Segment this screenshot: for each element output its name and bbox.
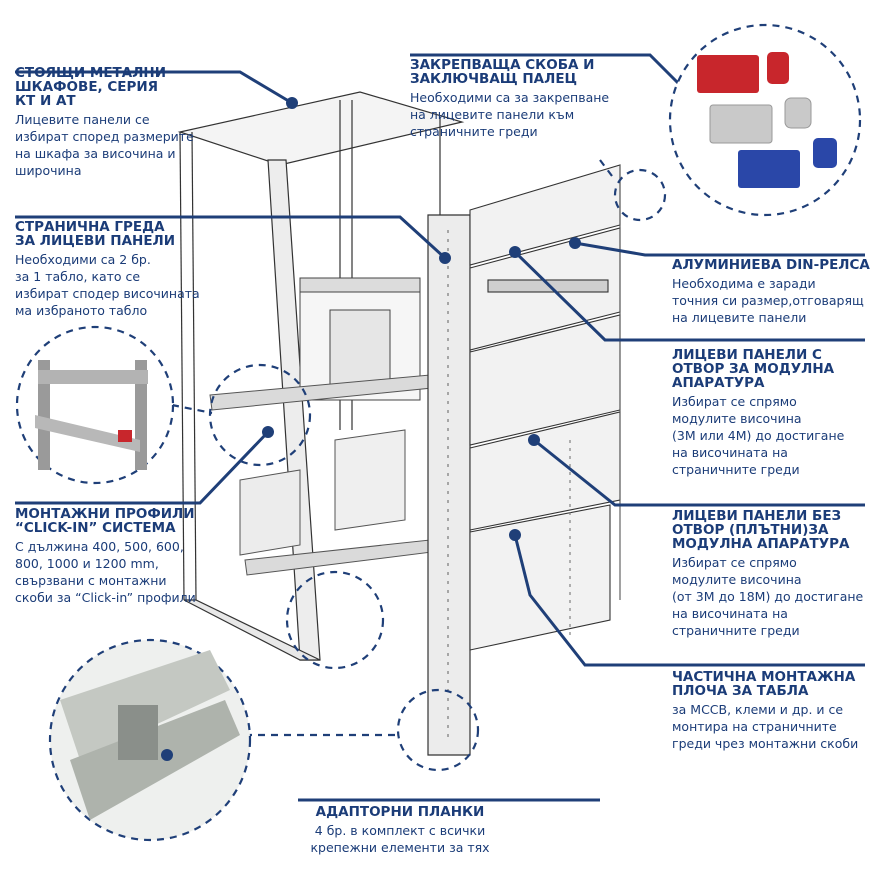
callout-side-beam-body: Необходими са 2 бр. за 1 табло, като се … [15,252,200,318]
callout-adapters-title: АДАПТОРНИ ПЛАНКИ [315,804,485,820]
callout-panels-solid-body: Избират се спрямо модулите височина (от … [672,555,864,638]
callout-side-beam: СТРАНИЧНА ГРЕДА ЗА ЛИЦЕВИ ПАНЕЛИ Необход… [15,220,220,319]
callout-plate-title: ЧАСТИЧНА МОНТАЖНА ПЛОЧА ЗА ТАБЛА [672,669,856,699]
callout-cabinets-body: Лицевите панели се избират според размер… [15,112,194,178]
callout-side-beam-title: СТРАНИЧНА ГРЕДА ЗА ЛИЦЕВИ ПАНЕЛИ [15,219,176,249]
zoom-circles [171,159,667,772]
callout-panels-solid: ЛИЦЕВИ ПАНЕЛИ БЕЗ ОТВОР (ПЛЪТНИ)ЗА МОДУЛ… [672,509,872,639]
callout-panels-solid-title: ЛИЦЕВИ ПАНЕЛИ БЕЗ ОТВОР (ПЛЪТНИ)ЗА МОДУЛ… [672,508,850,552]
callout-din-rail-body: Необходима е заради точния си размер,отг… [672,276,864,325]
leader-lines [15,53,865,802]
callout-profiles-body: С дължина 400, 500, 600, 800, 1000 и 120… [15,539,196,605]
callout-panels-open-body: Избират се спрямо модулите височина (3М … [672,394,845,477]
callout-bracket: ЗАКРЕПВАЩА СКОБА И ЗАКЛЮЧВАЩ ПАЛЕЦ Необх… [410,58,610,140]
mounting-profiles [209,374,433,576]
cabinet-frame [177,91,465,661]
callout-bracket-title: ЗАКРЕПВАЩА СКОБА И ЗАКЛЮЧВАЩ ПАЛЕЦ [410,57,595,87]
callout-cabinets: СТОЯЩИ МЕТАЛНИ ШКАФОВЕ, СЕРИЯ КТ И АТ Ли… [15,66,220,179]
leader-dots [161,87,694,761]
callout-panels-open: ЛИЦЕВИ ПАНЕЛИ С ОТВОР ЗА МОДУЛНА АПАРАТУ… [672,348,872,478]
callout-profiles: МОНТАЖНИ ПРОФИЛИ “CLICK-IN” СИСТЕМА С дъ… [15,507,230,606]
callout-panels-open-title: ЛИЦЕВИ ПАНЕЛИ С ОТВОР ЗА МОДУЛНА АПАРАТУ… [672,347,835,391]
callout-cabinets-title: СТОЯЩИ МЕТАЛНИ ШКАФОВЕ, СЕРИЯ КТ И АТ [15,65,167,109]
side-beam [427,214,471,756]
profiles-detail [15,325,175,485]
callout-din-rail: АЛУМИНИЕВА DIN-РЕЛСА Необходима е заради… [672,258,872,326]
callout-bracket-body: Необходими са за закрепване на лицевите … [410,90,610,139]
adapter-detail [48,638,252,842]
callout-plate: ЧАСТИЧНА МОНТАЖНА ПЛОЧА ЗА ТАБЛА за МССВ… [672,670,872,752]
callout-plate-body: за МССВ, клеми и др. и се монтира на стр… [672,702,859,751]
callout-adapters-body: 4 бр. в комплект с всички крепежни елеме… [310,823,490,855]
front-panels [469,164,621,651]
callout-adapters: АДАПТОРНИ ПЛАНКИ 4 бр. в комплект с всич… [300,805,500,856]
bracket-detail [668,23,862,217]
callout-profiles-title: МОНТАЖНИ ПРОФИЛИ “CLICK-IN” СИСТЕМА [15,506,195,536]
callout-din-rail-title: АЛУМИНИЕВА DIN-РЕЛСА [672,257,870,273]
